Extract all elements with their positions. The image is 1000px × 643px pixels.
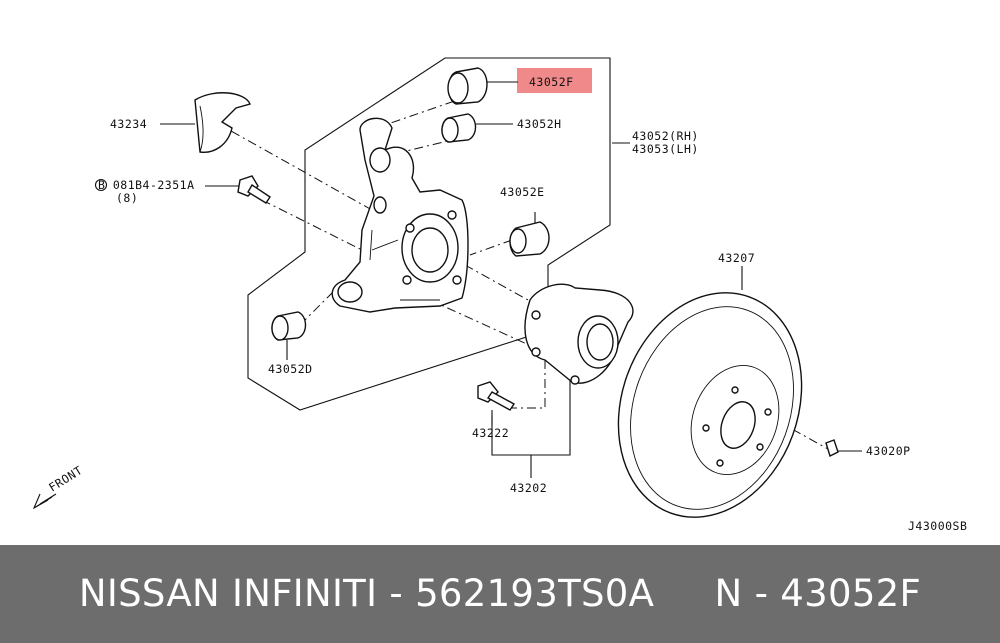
label-43052-rh: 43052(RH): [632, 129, 699, 143]
label-43020p: 43020P: [866, 444, 911, 458]
label-43234: 43234: [110, 117, 147, 131]
label-43207: 43207: [718, 251, 755, 265]
hub-43202: [524, 283, 634, 385]
bushing-43052d: [271, 311, 307, 341]
front-arrow-icon: [32, 493, 57, 510]
label-43052d: 43052D: [268, 362, 313, 376]
label-front: FRONT: [46, 463, 85, 495]
assembly-frame: [247, 57, 611, 411]
label-43053-lh: 43053(LH): [632, 142, 699, 156]
label-081b4: B 081B4-2351A: [98, 178, 195, 192]
drawing-code: J43000SB: [908, 519, 967, 533]
circle-b-marker: [94, 178, 108, 192]
bushing-43052h: [441, 113, 477, 143]
knuckle: [331, 117, 469, 313]
label-43052e: 43052E: [500, 185, 545, 199]
label-43052h: 43052H: [517, 117, 562, 131]
parts-diagram: 43052F 43052H 43052(RH) 43053(LH) 43052E…: [32, 57, 967, 533]
part-number-caption: NISSAN INFINITI - 562193TS0A N - 43052F: [78, 572, 922, 615]
highlight-43052f: [517, 68, 592, 93]
rotor-43207: [617, 292, 803, 518]
dust-cover-43234: [194, 92, 251, 153]
plug-43020p: [825, 439, 839, 457]
bushing-43052f: [447, 67, 488, 105]
label-43052f: 43052F: [529, 75, 574, 89]
label-43202: 43202: [510, 481, 547, 495]
label-081b4-qty: (8): [116, 191, 138, 205]
label-43222: 43222: [472, 426, 509, 440]
bolt-43222: [477, 381, 516, 411]
bolt-081b4: [237, 175, 271, 204]
footer-bar: NISSAN INFINITI - 562193TS0A N - 43052F: [0, 545, 1000, 643]
bushing-43052e: [509, 221, 550, 257]
